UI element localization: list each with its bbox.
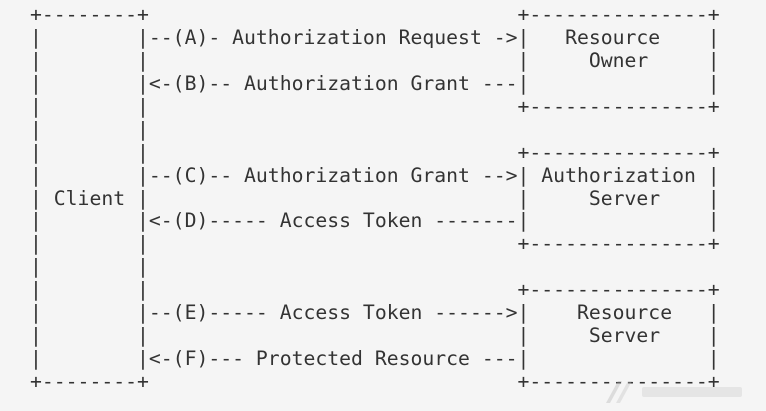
diagram-line-3: | | | Owner | bbox=[30, 48, 720, 72]
diagram-line-7: | | +---------------+ bbox=[30, 140, 720, 164]
diagram-line-15: | | | Server | bbox=[30, 324, 720, 348]
diagram-line-4: | |<-(B)-- Authorization Grant ---| | bbox=[30, 71, 720, 95]
diagram-line-14: | |--(E)----- Access Token ------>| Reso… bbox=[30, 301, 720, 325]
diagram-line-12: | | bbox=[30, 255, 149, 279]
diagram-line-5: | | +---------------+ bbox=[30, 94, 720, 118]
diagram-line-10: | |<-(D)----- Access Token -------| | bbox=[30, 209, 720, 233]
diagram-line-17: +--------+ +---------------+ bbox=[30, 370, 720, 393]
oauth-flow-ascii-diagram: +--------+ +---------------+| |--(A)- Au… bbox=[30, 3, 720, 394]
diagram-line-13: | | +---------------+ bbox=[30, 278, 720, 302]
diagram-line-16: | |<-(F)--- Protected Resource ---| | bbox=[30, 347, 720, 371]
diagram-line-9: | Client | | Server | bbox=[30, 186, 720, 210]
diagram-line-8: | |--(C)-- Authorization Grant -->| Auth… bbox=[30, 163, 720, 187]
diagram-line-11: | | +---------------+ bbox=[30, 232, 720, 256]
diagram-line-6: | | bbox=[30, 117, 149, 141]
watermark-logo bbox=[606, 381, 742, 403]
diagram-line-2: | |--(A)- Authorization Request ->| Reso… bbox=[30, 25, 720, 49]
diagram-line-1: +--------+ +---------------+ bbox=[30, 3, 720, 26]
